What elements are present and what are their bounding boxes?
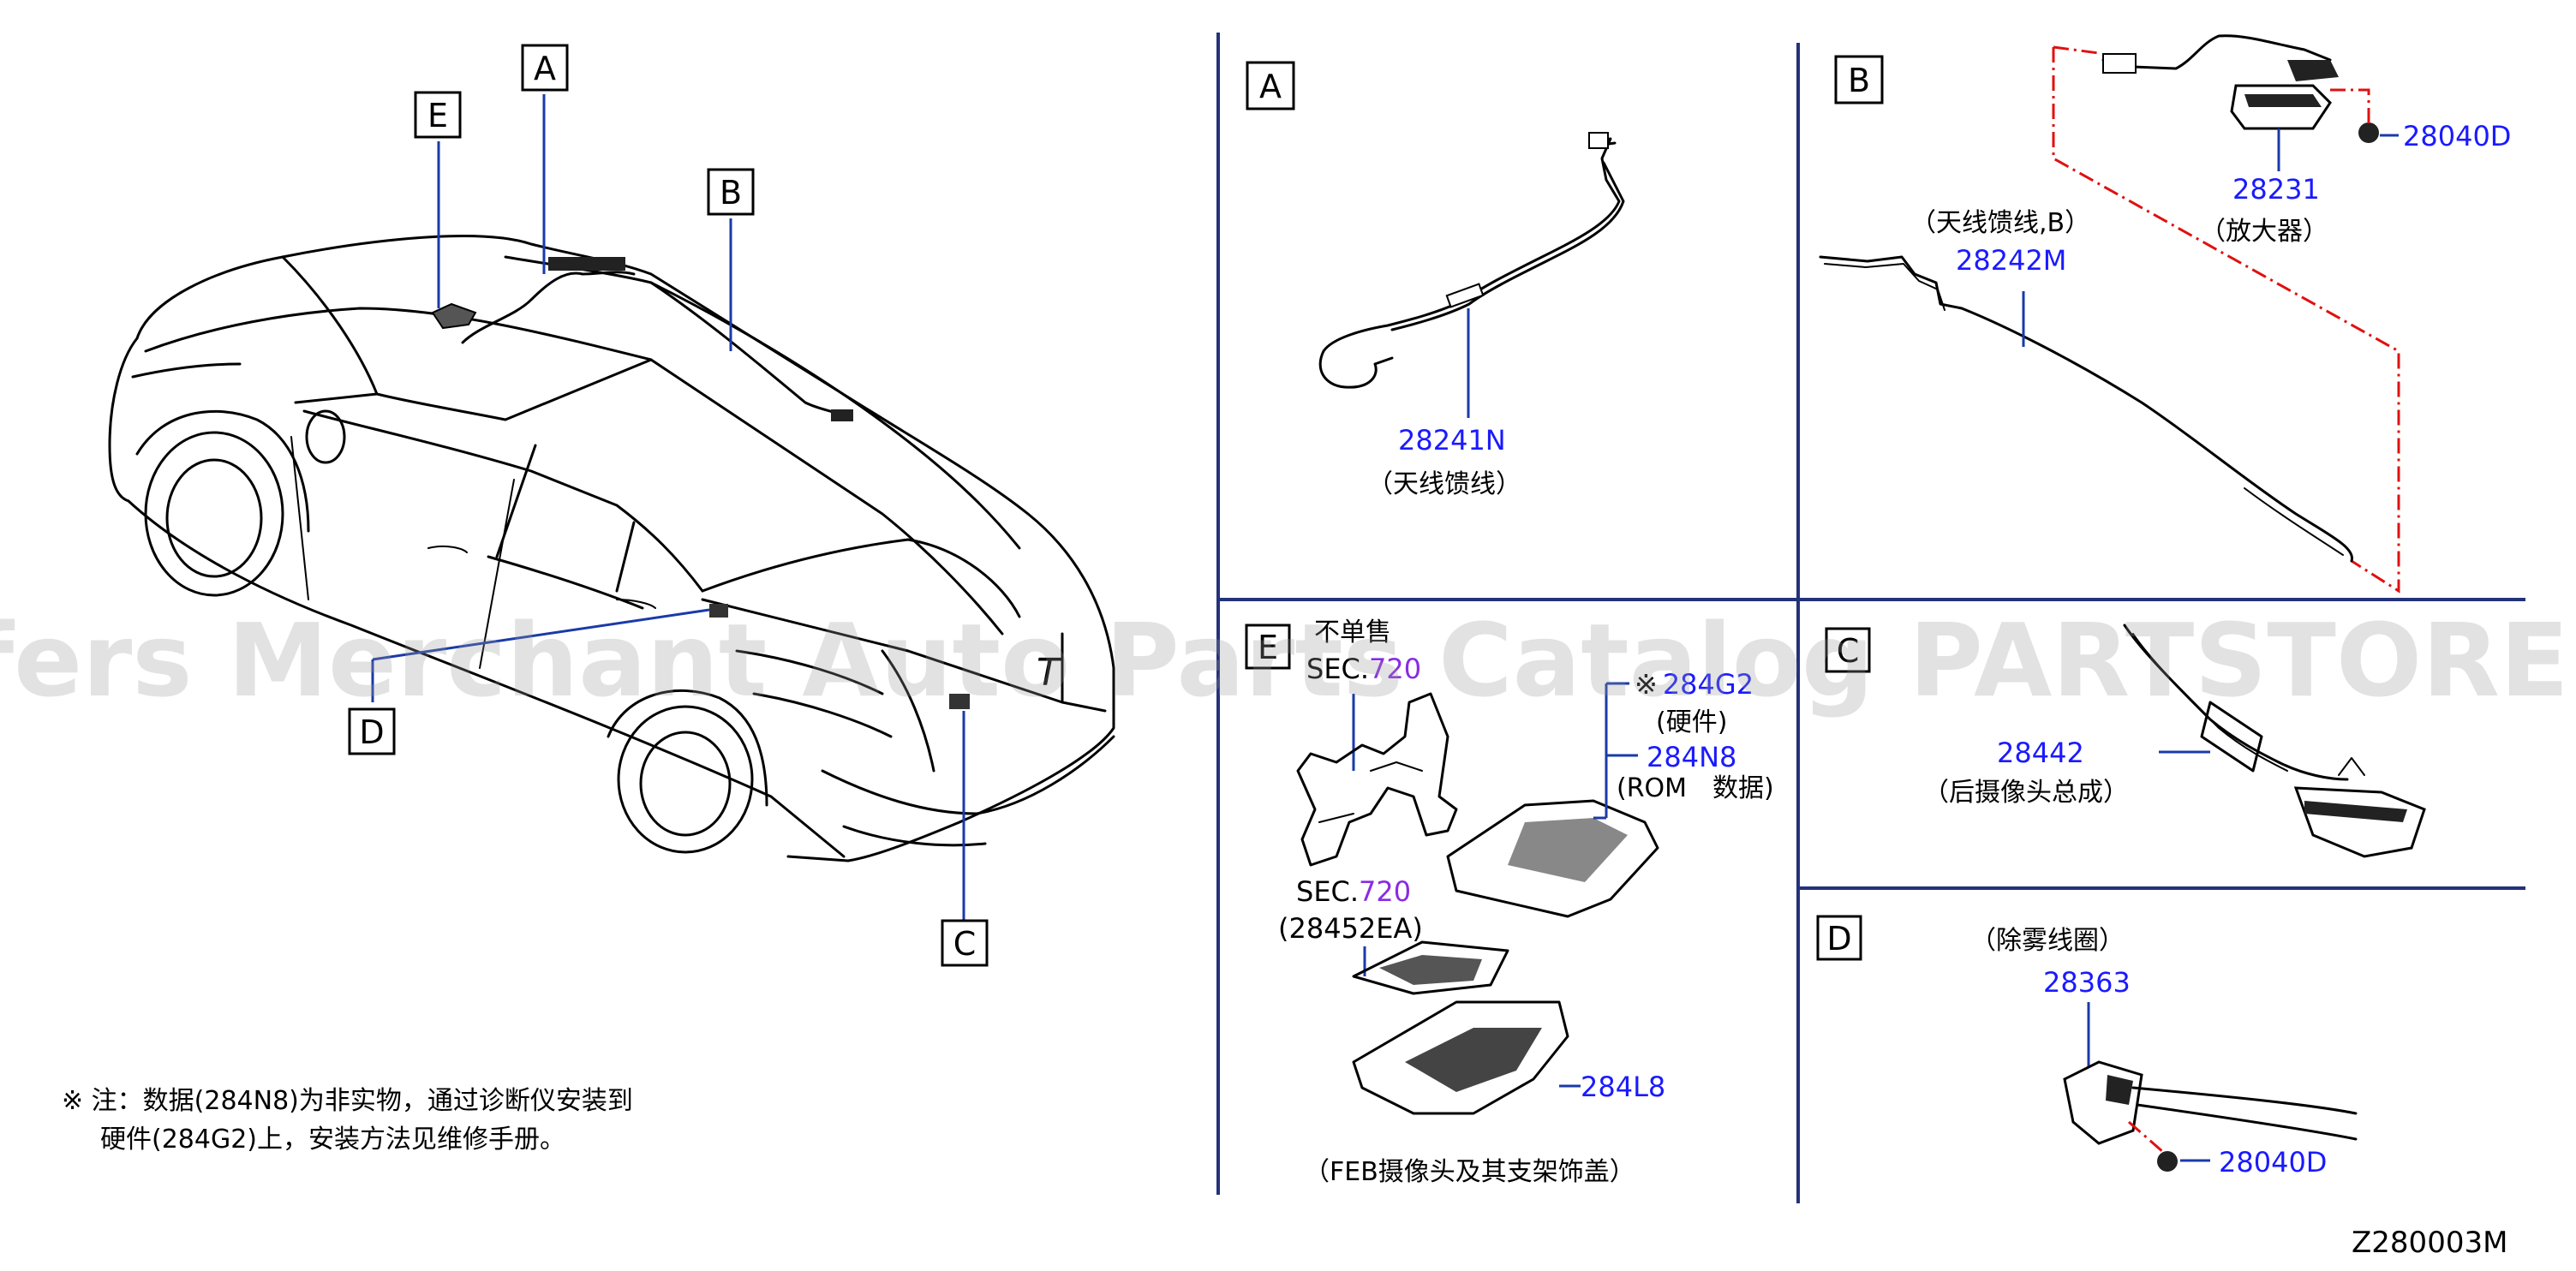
panel-a-part-name: （天线馈线） [1367,469,1521,499]
rear-camera-shape [949,694,970,709]
svg-text:SEC.720: SEC.720 [1306,653,1421,685]
panel-c-part-name: （后摄像头总成） [1923,778,2129,808]
amplifier-roof [831,409,853,421]
panel-b: B 28040D 28231 （放大器） 28242M （天线馈线,B） [1819,34,2511,594]
panel-e-hw-name: (硬件) [1656,707,1727,737]
panel-c-label: C [1837,632,1860,670]
panel-a-connector [1588,132,1609,149]
panel-e-hw-mark: ※ [1635,668,1658,701]
watermark: Offers Merchant Auto Parts Catalog PARTS… [0,601,2576,719]
panel-b-amp-name: （放大器） [2200,217,2328,247]
panel-e-sec-bottom-number[interactable]: 720 [1359,875,1411,908]
panel-e: E 不单售 SEC.720 ※284G2 (硬件) 284N8 (ROM 数据)… [1245,618,1774,1187]
panel-c-part-number[interactable]: 28442 [1997,737,2084,769]
panel-e-caption: （FEB摄像头及其支架饰盖） [1304,1157,1635,1187]
overview-leaders [371,94,965,921]
panel-d: D （除雾线圈） 28363 28040D [1816,915,2358,1179]
amplifier-bracket [2287,60,2339,81]
callout-a-label: A [534,50,556,87]
panel-e-sec-top-prefix: SEC. [1306,653,1369,685]
rear-camera-detail [2304,801,2407,822]
defog-shape [709,604,728,618]
panel-dividers [1216,33,2525,1203]
panel-e-cover-detail [1405,1028,1542,1092]
panel-b-screw [2358,122,2379,143]
callout-c[interactable]: C [941,919,989,967]
defog-unit [2063,1060,2143,1145]
rear-camera-body [2293,786,2426,858]
rom-detail [1508,818,1628,882]
svg-text:※284G2: ※284G2 [1635,668,1754,701]
defog-detail [2106,1075,2133,1105]
panel-e-rom-name: (ROM 数据) [1617,773,1774,803]
panel-d-screw [2157,1151,2178,1172]
callout-d-label: D [359,713,384,751]
panel-e-cover-part[interactable]: 284L8 [1581,1071,1665,1103]
callout-a[interactable]: A [521,44,569,92]
svg-text:SEC.720: SEC.720 [1296,875,1411,908]
panel-d-part-name: （除雾线圈） [1970,926,2125,956]
panel-d-part-number[interactable]: 28363 [2043,966,2131,999]
panel-e-sec-top-number[interactable]: 720 [1369,653,1421,685]
car-script: T [1037,651,1062,695]
panel-b-amp-part[interactable]: 28231 [2232,173,2320,206]
panel-e-not-sold: 不单售 [1314,618,1391,647]
panel-b-cable-part[interactable]: 28242M [1956,244,2066,277]
panel-e-mesh [1379,955,1482,985]
callout-c-label: C [953,925,977,963]
note-line-2: 硬件(284G2)上，安装方法见维修手册。 [100,1125,565,1155]
diagram-code: Z280003M [2352,1226,2507,1260]
callout-e[interactable]: E [414,91,462,139]
panel-e-hw-part[interactable]: 284G2 [1663,668,1754,701]
panel-e-sec-bottom-sub: (28452EA) [1278,912,1423,945]
callout-d[interactable]: D [348,707,396,755]
panel-b-label: B [1848,62,1870,99]
panel-a-label: A [1259,68,1282,105]
panel-e-sec-bottom-prefix: SEC. [1296,875,1359,908]
callout-e-label: E [427,97,448,134]
callout-b[interactable]: B [707,168,755,216]
panel-d-screw-part[interactable]: 28040D [2219,1146,2327,1179]
panel-a-part-number[interactable]: 28241N [1398,424,1506,456]
feb-camera-shape [431,302,477,330]
panel-b-cable-name: （天线馈线,B） [1910,208,2090,238]
panel-b-screw-part[interactable]: 28040D [2403,120,2511,152]
panel-c: C 28442 （后摄像头总成） [1825,624,2426,858]
amplifier-detail [2244,94,2322,107]
panel-a-clip [1445,283,1485,308]
panel-b-connector [2102,53,2137,74]
callout-b-label: B [720,174,742,212]
note-line-1: ※ 注：数据(284N8)为非实物，通过诊断仪安装到 [62,1086,633,1116]
panel-d-label: D [1826,920,1851,958]
car-overview: T [108,235,1115,862]
panel-e-rom-part[interactable]: 284N8 [1647,741,1736,773]
panel-e-label: E [1258,629,1278,666]
antenna-module-roof [548,257,625,271]
panel-a: A 28241N （天线馈线） [1246,61,1625,499]
